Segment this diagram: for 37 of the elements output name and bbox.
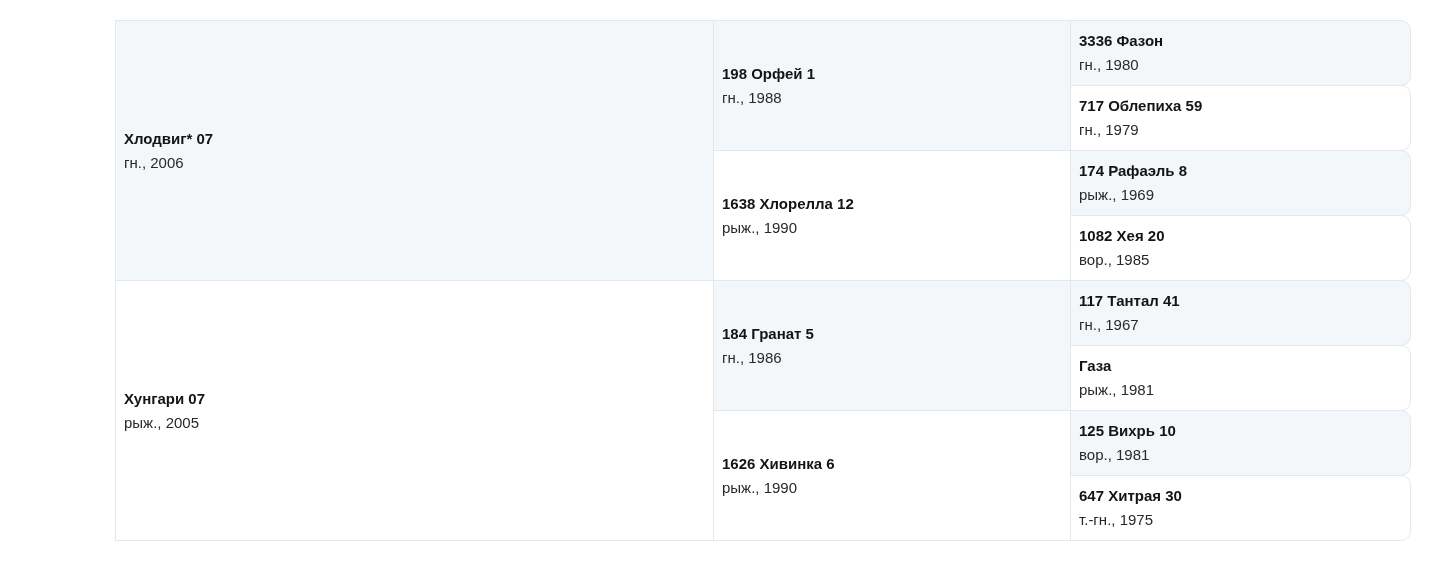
horse-name: 717 Облепиха 59: [1079, 96, 1203, 116]
coat-and-year: рыж., 1990: [722, 477, 798, 498]
pedigree-cell: [713, 280, 1071, 411]
horse-name: 647 Хитрая 30: [1079, 486, 1182, 506]
horse-name: 198 Орфей 1: [722, 63, 816, 84]
horse-name: 1082 Хея 20: [1079, 226, 1165, 246]
horse-name: 174 Рафаэль 8: [1079, 161, 1187, 181]
coat-and-year: гн., 1986: [722, 347, 782, 368]
pedigree-cell: [115, 20, 714, 281]
horse-name: Хлодвиг* 07: [124, 128, 214, 149]
coat-and-year: гн., 1980: [1079, 55, 1139, 75]
coat-and-year: вор., 1981: [1079, 445, 1150, 465]
pedigree-card: [1070, 410, 1411, 476]
horse-name: 125 Вихрь 10: [1079, 421, 1176, 441]
horse-name: 1638 Хлорелла 12: [722, 193, 854, 214]
horse-name: Хунгари 07: [124, 388, 206, 409]
coat-and-year: гн., 1988: [722, 87, 782, 108]
pedigree-card: [1070, 150, 1411, 216]
pedigree-card: [1070, 20, 1411, 86]
horse-name: 1626 Хивинка 6: [722, 453, 835, 474]
coat-and-year: гн., 2006: [124, 152, 184, 173]
coat-and-year: рыж., 1969: [1079, 185, 1155, 205]
coat-and-year: т.-гн., 1975: [1079, 510, 1153, 530]
coat-and-year: рыж., 2005: [124, 412, 200, 433]
horse-name: 3336 Фазон: [1079, 31, 1164, 51]
coat-and-year: гн., 1967: [1079, 315, 1139, 335]
horse-name: 117 Тантал 41: [1079, 291, 1180, 311]
horse-name: 184 Гранат 5: [722, 323, 814, 344]
pedigree-card: [1070, 280, 1411, 346]
coat-and-year: вор., 1985: [1079, 250, 1150, 270]
coat-and-year: гн., 1979: [1079, 120, 1139, 140]
coat-and-year: рыж., 1981: [1079, 380, 1155, 400]
horse-name: Газа: [1079, 356, 1112, 376]
pedigree-card: [1070, 475, 1411, 541]
pedigree-cell: [713, 20, 1071, 151]
coat-and-year: рыж., 1990: [722, 217, 798, 238]
pedigree-cell: [115, 280, 714, 541]
